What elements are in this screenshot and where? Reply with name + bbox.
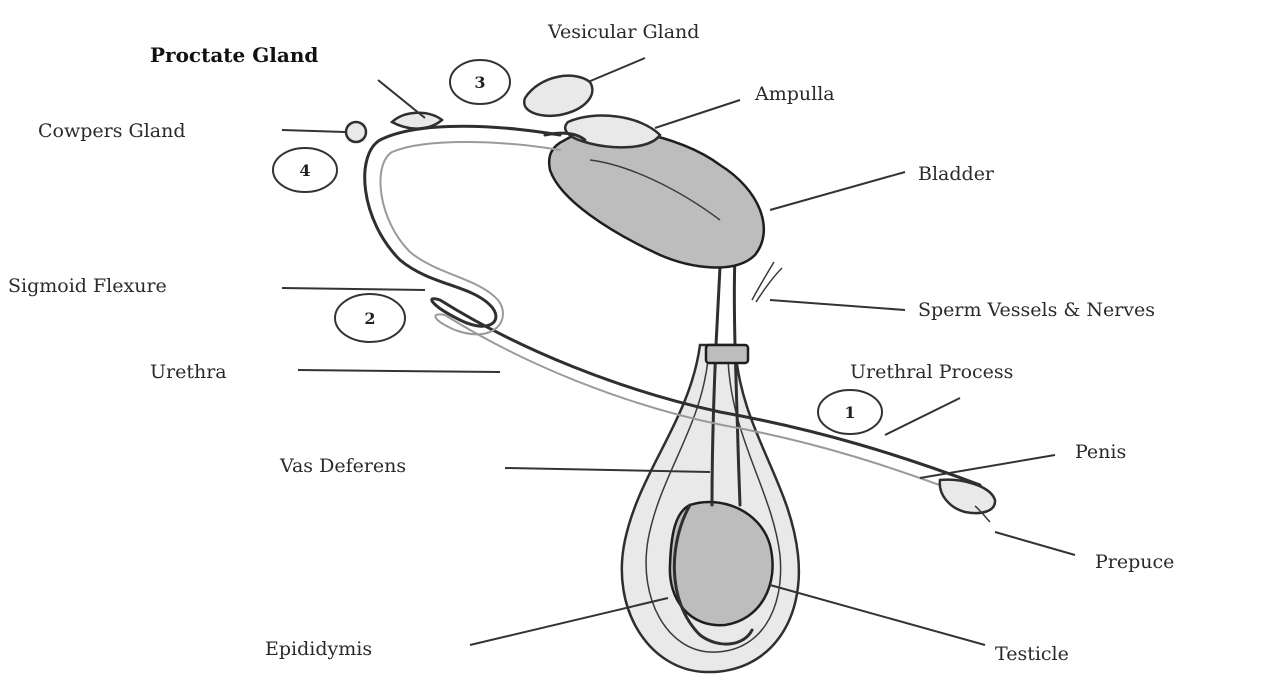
leader-penis [920, 455, 1055, 478]
testicle-shape [670, 502, 773, 625]
marker-1: 1 [818, 390, 882, 434]
marker-4: 4 [273, 148, 337, 192]
leader-sigmoid [282, 288, 425, 290]
label-urethra: Urethra [150, 361, 227, 383]
label-vesicular-gland: Vesicular Gland [547, 21, 699, 43]
spermatic-cord-band [706, 345, 748, 363]
leader-sperm-vessels [770, 300, 905, 310]
label-prostate-gland: Proctate Gland [150, 43, 318, 67]
leader-urethral-process [885, 398, 960, 435]
leader-urethra [298, 370, 500, 372]
leader-testicle [770, 585, 985, 645]
label-sperm-vessels: Sperm Vessels & Nerves [918, 299, 1155, 321]
label-cowpers-gland: Cowpers Gland [38, 120, 186, 142]
label-urethral-process: Urethral Process [850, 361, 1013, 383]
label-ampulla: Ampulla [754, 83, 835, 105]
label-bladder: Bladder [918, 163, 995, 185]
marker-3-text: 3 [474, 73, 485, 92]
label-sigmoid-flexure: Sigmoid Flexure [8, 275, 167, 297]
marker-1-text: 1 [844, 403, 855, 422]
leader-vesicular [588, 58, 645, 82]
label-penis: Penis [1075, 441, 1126, 463]
cowpers-gland-shape [346, 122, 366, 142]
label-vas-deferens: Vas Deferens [279, 455, 406, 477]
marker-4-text: 4 [299, 161, 310, 180]
leader-ampulla [655, 100, 740, 128]
bladder-shape [549, 130, 764, 268]
leader-cowpers [282, 130, 345, 132]
leader-prostate [378, 80, 425, 118]
marker-2: 2 [335, 294, 405, 342]
leader-bladder [770, 172, 905, 210]
label-testicle: Testicle [995, 643, 1069, 665]
label-epididymis: Epididymis [265, 638, 372, 660]
marker-3: 3 [450, 60, 510, 104]
marker-2-text: 2 [364, 309, 375, 328]
label-prepuce: Prepuce [1095, 551, 1174, 573]
vesicular-gland-shape [524, 76, 592, 116]
prepuce-shape [940, 480, 995, 513]
leader-prepuce [995, 532, 1075, 555]
